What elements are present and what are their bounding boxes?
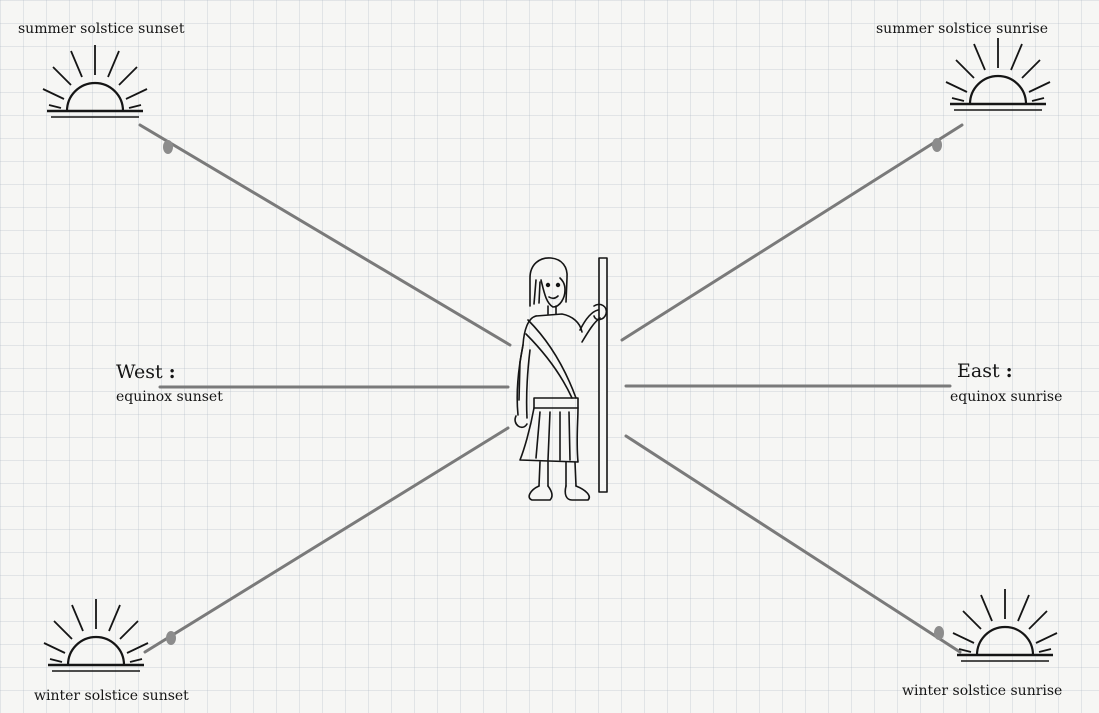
sightline-winter-solstice-sunrise xyxy=(626,436,960,652)
sun-summer-solstice-sunrise-icon xyxy=(946,38,1050,110)
sightline-summer-solstice-sunrise xyxy=(622,125,962,340)
dot-winter-sunset xyxy=(166,631,176,645)
sightlines xyxy=(140,125,962,652)
label-west-colon: : xyxy=(169,361,176,383)
label-equinox-sunrise: equinox sunrise xyxy=(950,389,1062,405)
staff-icon xyxy=(599,258,607,492)
label-west-text: West xyxy=(116,361,163,383)
label-winter-solstice-sunset: winter solstice sunset xyxy=(34,688,189,704)
label-east-text: East xyxy=(957,360,1000,382)
label-winter-solstice-sunrise: winter solstice sunrise xyxy=(902,683,1062,699)
label-summer-solstice-sunset: summer solstice sunset xyxy=(18,21,184,37)
dot-summer-sunrise xyxy=(932,138,942,152)
observer-figure-icon xyxy=(515,258,607,500)
label-equinox-sunset: equinox sunset xyxy=(116,389,223,405)
sightline-summer-solstice-sunset xyxy=(140,125,510,345)
label-west: West: xyxy=(116,362,176,382)
label-summer-solstice-sunrise: summer solstice sunrise xyxy=(876,21,1048,37)
label-east: East: xyxy=(957,361,1013,381)
sun-winter-solstice-sunrise-icon xyxy=(953,589,1057,661)
label-east-colon: : xyxy=(1006,360,1013,382)
dot-summer-sunset xyxy=(163,140,173,154)
sun-winter-solstice-sunset-icon xyxy=(44,599,148,671)
sightline-winter-solstice-sunset xyxy=(145,428,508,652)
dot-winter-sunrise xyxy=(934,626,944,640)
sun-summer-solstice-sunset-icon xyxy=(43,45,147,117)
